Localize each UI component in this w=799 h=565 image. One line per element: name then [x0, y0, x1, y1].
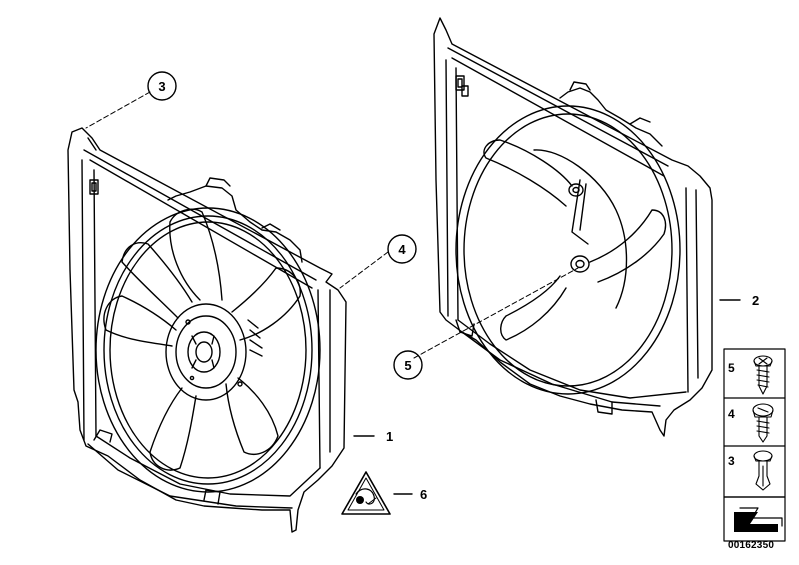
fan-shroud-assembly-part-1 — [67, 127, 347, 533]
warning-triangle-icon — [341, 471, 391, 515]
callout-label-4: 4 — [398, 242, 406, 257]
legend-label-4: 4 — [728, 407, 735, 421]
part-label-2: 2 — [752, 293, 759, 308]
callout-circle-3 — [147, 71, 177, 101]
callout-label-5: 5 — [404, 358, 411, 373]
hardware-legend — [723, 348, 786, 542]
arrow-icon — [734, 507, 783, 532]
callout-circle-5 — [393, 350, 423, 380]
leader-lines — [85, 91, 579, 359]
callout-circle-4 — [387, 234, 417, 264]
legend-label-3: 3 — [728, 454, 735, 468]
legend-label-5: 5 — [728, 361, 735, 375]
clip-rivet-icon — [753, 450, 773, 491]
document-number: 00162350 — [728, 540, 775, 551]
screw-icon — [753, 355, 773, 395]
callout-label-3: 3 — [158, 79, 165, 94]
shroud-part-2 — [433, 17, 713, 437]
part-label-6: 6 — [420, 487, 427, 502]
part-label-1: 1 — [386, 429, 393, 444]
bolt-icon — [752, 403, 774, 443]
